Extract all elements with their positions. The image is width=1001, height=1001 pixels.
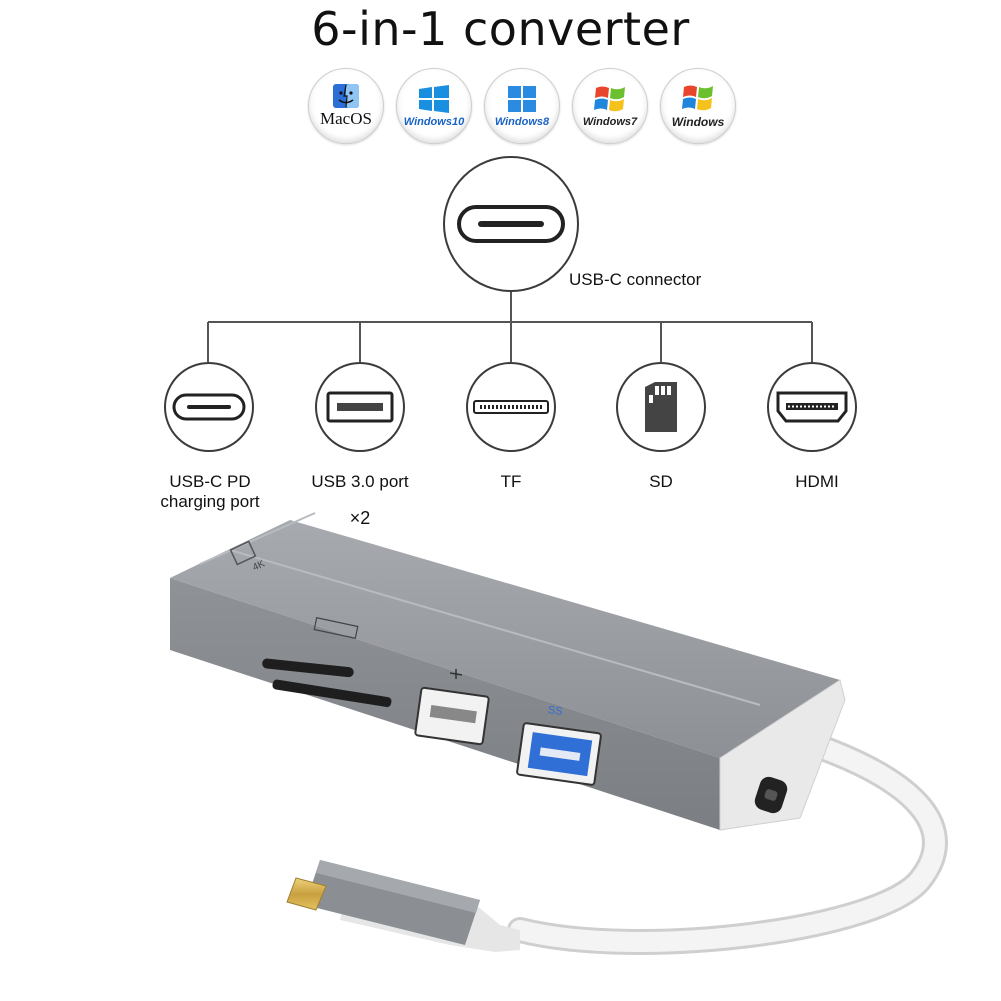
sd-card-circle — [616, 362, 706, 452]
os-label: Windows7 — [582, 116, 638, 128]
sd-label: SD — [649, 472, 673, 491]
hub-top-face — [170, 520, 840, 758]
usb-c-port-icon — [457, 205, 565, 243]
windows-logo-icon — [508, 86, 536, 112]
usb-c-connector-label: USB-C connector — [569, 270, 702, 289]
usb-c-pd-label: USB-C PD charging port — [160, 472, 260, 511]
os-badge-windows7: Windows7 — [572, 68, 648, 144]
windows-logo-icon — [419, 85, 449, 113]
os-label: Windows — [671, 115, 725, 129]
os-label: Windows10 — [403, 116, 465, 128]
hdmi-port-icon — [776, 391, 848, 423]
os-label: MacOS — [320, 109, 372, 128]
os-badge-macos: MacOS — [308, 68, 384, 144]
finder-face-icon — [333, 84, 359, 108]
hdmi-4k-marking-icon: 4K — [229, 540, 267, 574]
usb-c-connector-circle — [443, 156, 579, 292]
os-badge-windowsxp: Windows — [660, 68, 736, 144]
usb3-count-label: ×2 — [349, 508, 371, 528]
hub-end-cap — [719, 679, 846, 831]
usb-a-port-white — [414, 669, 490, 746]
usb3-port-circle — [315, 362, 405, 452]
sd-card-icon — [645, 382, 677, 432]
usb-c-pd-port-circle — [164, 362, 254, 452]
svg-text:4K: 4K — [251, 558, 267, 573]
tf-label: TF — [500, 472, 522, 491]
cable — [507, 727, 948, 955]
hub-product-illustration: 4K SS — [170, 512, 948, 955]
os-badge-windows10: Windows10 — [396, 68, 472, 144]
hdmi-label: HDMI — [795, 472, 839, 491]
windows-flag-icon — [682, 85, 713, 111]
os-label: Windows8 — [494, 116, 550, 128]
page-title: 6-in-1 converter — [311, 2, 690, 56]
usb-c-plug — [286, 860, 520, 952]
tf-slot-circle — [466, 362, 556, 452]
tf-sd-slots — [262, 617, 392, 708]
hdmi-port-circle — [767, 362, 857, 452]
usb3-label: USB 3.0 port — [311, 472, 409, 491]
usb-c-port-icon — [172, 393, 246, 421]
svg-text:SS: SS — [547, 704, 563, 718]
usb-a-port-blue: SS — [516, 704, 602, 786]
diagram-lines — [207, 288, 813, 362]
os-badge-windows8: Windows8 — [484, 68, 560, 144]
usb-a-port-icon — [326, 391, 394, 423]
tf-slot-icon — [473, 400, 549, 414]
windows-flag-icon — [594, 86, 625, 112]
